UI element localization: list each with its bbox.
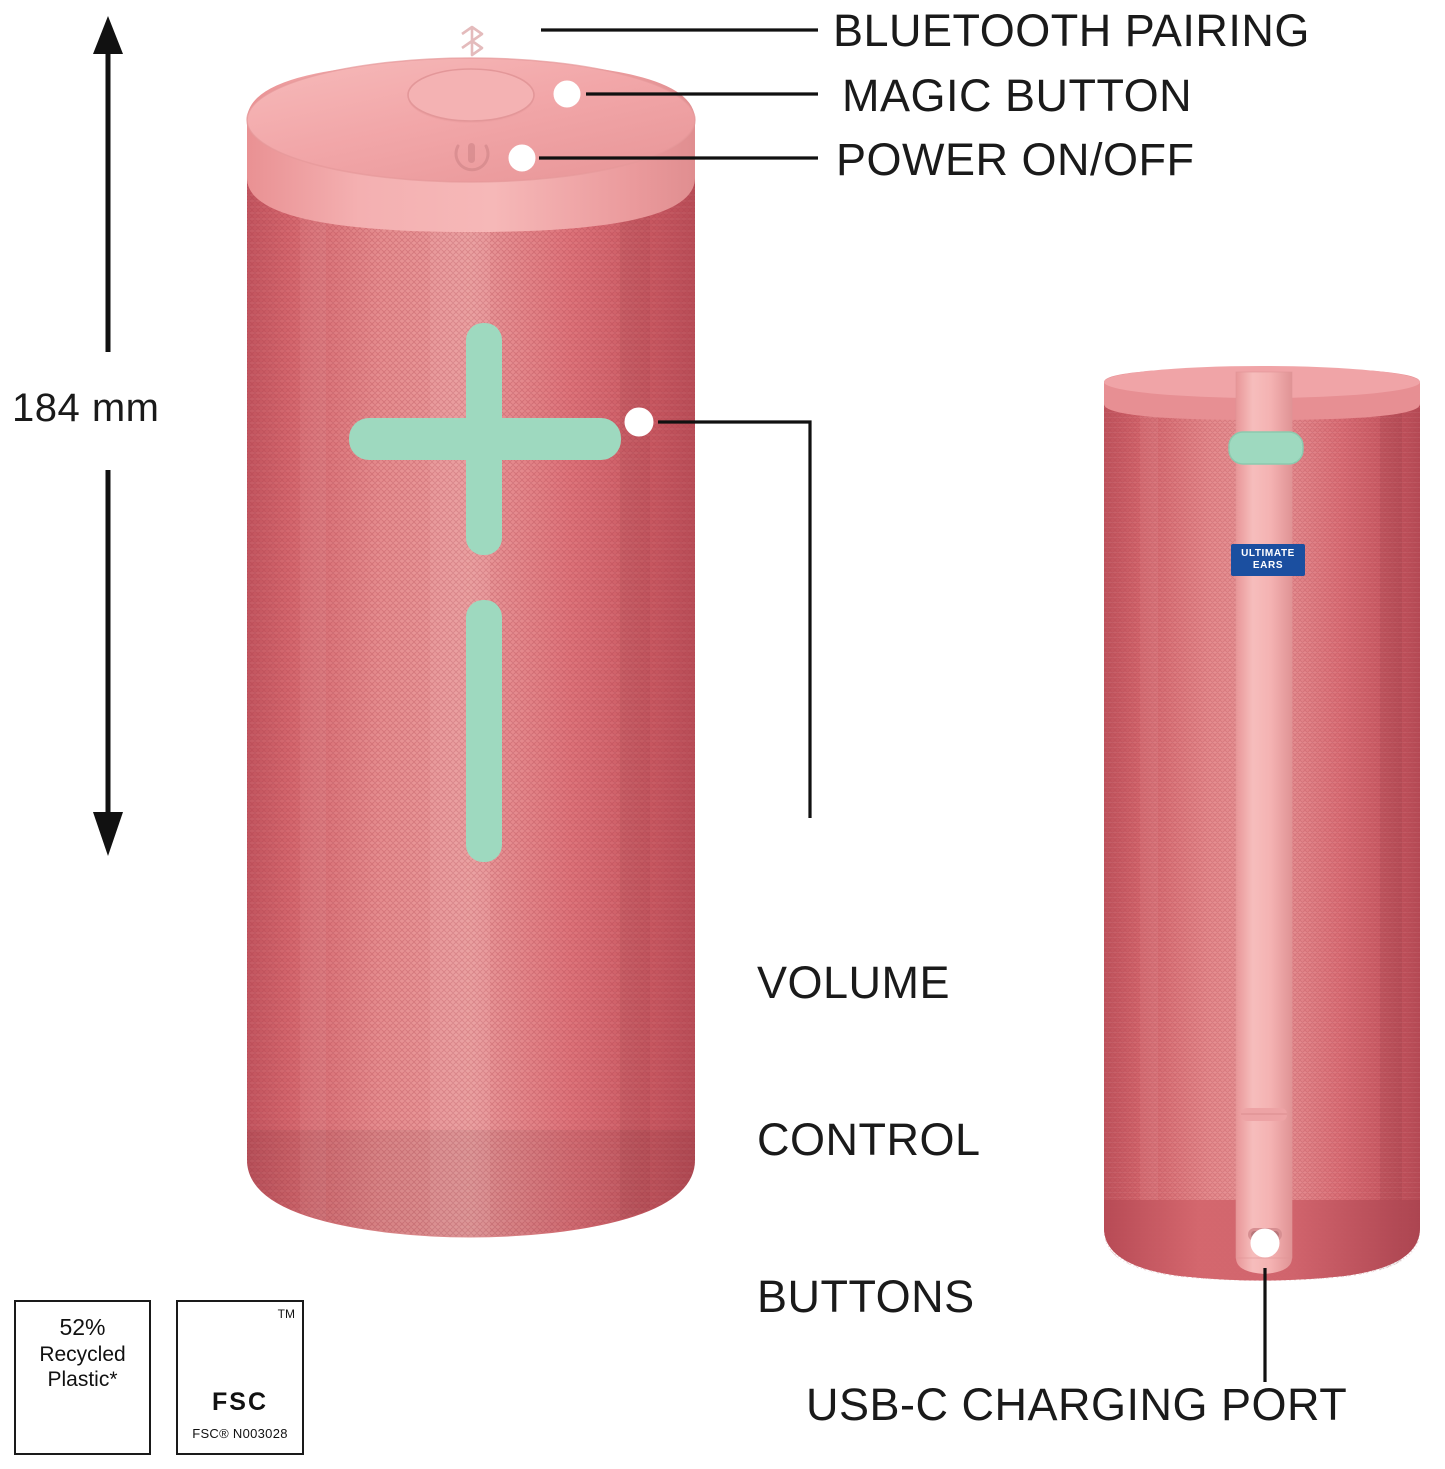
callout-volume-line-1: VOLUME bbox=[757, 957, 951, 1009]
callout-magic-button: MAGIC BUTTON bbox=[842, 70, 1193, 121]
recycled-label-line-1: Recycled bbox=[39, 1342, 126, 1366]
recycled-percent: 52% bbox=[59, 1314, 106, 1340]
recycled-plastic-badge: 52% Recycled Plastic* bbox=[14, 1300, 151, 1455]
volume-down-button bbox=[466, 600, 502, 862]
recycled-label-line-2: Plastic* bbox=[47, 1367, 118, 1391]
callout-volume-line-2: CONTROL bbox=[757, 1113, 981, 1165]
dimension-height-label: 184 mm bbox=[12, 386, 160, 430]
leader-lines bbox=[539, 28, 1267, 1382]
callout-bluetooth-pairing: BLUETOOTH PAIRING bbox=[833, 5, 1310, 56]
volume-up-button bbox=[349, 323, 621, 555]
power-icon-top bbox=[454, 143, 490, 172]
speaker-back-view bbox=[1104, 366, 1420, 1281]
callout-power-on-off: POWER ON/OFF bbox=[836, 134, 1195, 185]
fsc-trademark-symbol: TM bbox=[277, 1307, 295, 1321]
callout-volume-line-3: BUTTONS bbox=[757, 1270, 975, 1322]
brand-badge-line-2: EARS bbox=[1252, 560, 1284, 571]
leader-dots bbox=[508, 16, 1280, 1258]
strap-loop bbox=[1228, 431, 1304, 465]
brand-badge-line-1: ULTIMATE bbox=[1241, 547, 1295, 559]
callout-volume-control-buttons: VOLUME CONTROL BUTTONS bbox=[757, 853, 981, 1427]
dimension-arrow bbox=[93, 16, 123, 856]
fsc-name: FSC bbox=[212, 1388, 268, 1416]
callout-usb-c-charging-port: USB-C CHARGING PORT bbox=[806, 1379, 1348, 1430]
bluetooth-icon-top bbox=[461, 25, 484, 57]
fsc-code: FSC® N003028 bbox=[192, 1426, 288, 1441]
speaker-front-view bbox=[246, 25, 696, 1238]
fsc-badge: TM FSC FSC® N003028 bbox=[176, 1300, 304, 1455]
ultimate-ears-brand-badge: ULTIMATE EARS bbox=[1231, 544, 1305, 576]
